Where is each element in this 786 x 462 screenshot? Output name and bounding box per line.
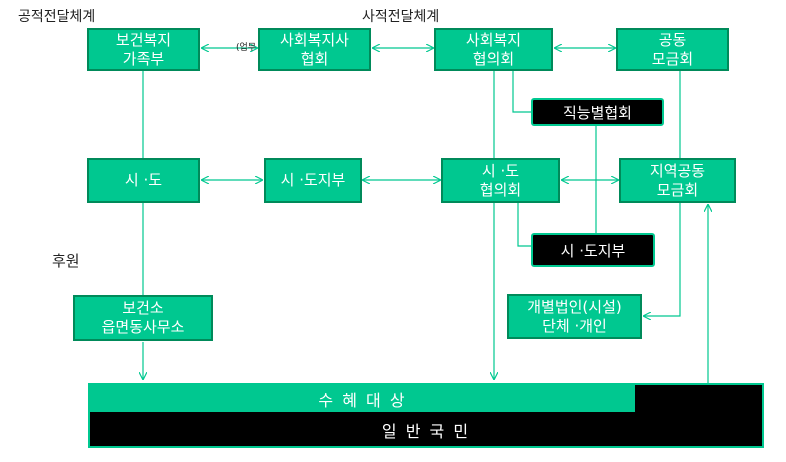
council-line-1: 사회복지 xyxy=(465,30,522,49)
individual-org-box: 개별법인(시설) 단체 ·개인 xyxy=(507,294,642,339)
chest-line-1: 공동 xyxy=(658,30,687,49)
city-province-box: 시 ·도 xyxy=(87,158,200,203)
social-worker-assoc-box: 사회복지사 협회 xyxy=(258,28,371,71)
city-council-line-2: 협의회 xyxy=(479,180,522,199)
beneficiaries-bar: 수 혜 대 상 xyxy=(90,385,635,412)
chest-line-2: 모금회 xyxy=(651,49,694,68)
health-center-box: 보건소 읍면동사무소 xyxy=(73,295,213,341)
support-label: 후원 xyxy=(52,252,80,270)
line-citycouncil-branch xyxy=(517,203,532,247)
public-delivery-heading: 공적전달체계 xyxy=(18,9,96,25)
private-delivery-heading: 사적전달체계 xyxy=(362,9,440,25)
city-province-branch-box: 시 ·도지부 xyxy=(264,158,362,203)
individual-line-1: 개별법인(시설) xyxy=(527,297,622,316)
city-province-council-box: 시 ·도 협의회 xyxy=(441,158,560,203)
regional-chest-box: 지역공동 모금회 xyxy=(619,158,736,203)
city-branch-label: 시 ·도지부 xyxy=(280,171,346,189)
city-council-line-1: 시 ·도 xyxy=(481,161,520,180)
city-province-label: 시 ·도 xyxy=(124,171,163,189)
council-line-2: 협의회 xyxy=(472,49,515,68)
city-branch-dark-box: 시 ·도지부 xyxy=(531,233,655,267)
professional-assoc-box: 직능별협회 xyxy=(531,98,664,126)
individual-line-2: 단체 ·개인 xyxy=(542,316,607,335)
community-chest-box: 공동 모금회 xyxy=(616,28,729,71)
social-worker-assoc-line-1: 사회복지사 xyxy=(279,30,349,49)
health-line-1: 보건소 xyxy=(122,299,164,317)
health-line-2: 읍면동사무소 xyxy=(101,318,185,336)
partial-note: (업무 xyxy=(236,43,257,53)
regional-line-2: 모금회 xyxy=(656,180,699,199)
social-welfare-council-box: 사회복지 협의회 xyxy=(434,28,553,71)
regional-line-1: 지역공동 xyxy=(649,161,706,180)
social-worker-assoc-line-2: 협회 xyxy=(300,49,329,68)
line-council-prof xyxy=(512,70,532,113)
ministry-box: 보건복지 가족부 xyxy=(87,28,200,71)
general-public-bar: 일 반 국 민 xyxy=(90,414,762,446)
ministry-line-2: 가족부 xyxy=(122,49,165,68)
ministry-line-1: 보건복지 xyxy=(115,30,172,49)
arrow-regional-individual xyxy=(644,203,681,316)
